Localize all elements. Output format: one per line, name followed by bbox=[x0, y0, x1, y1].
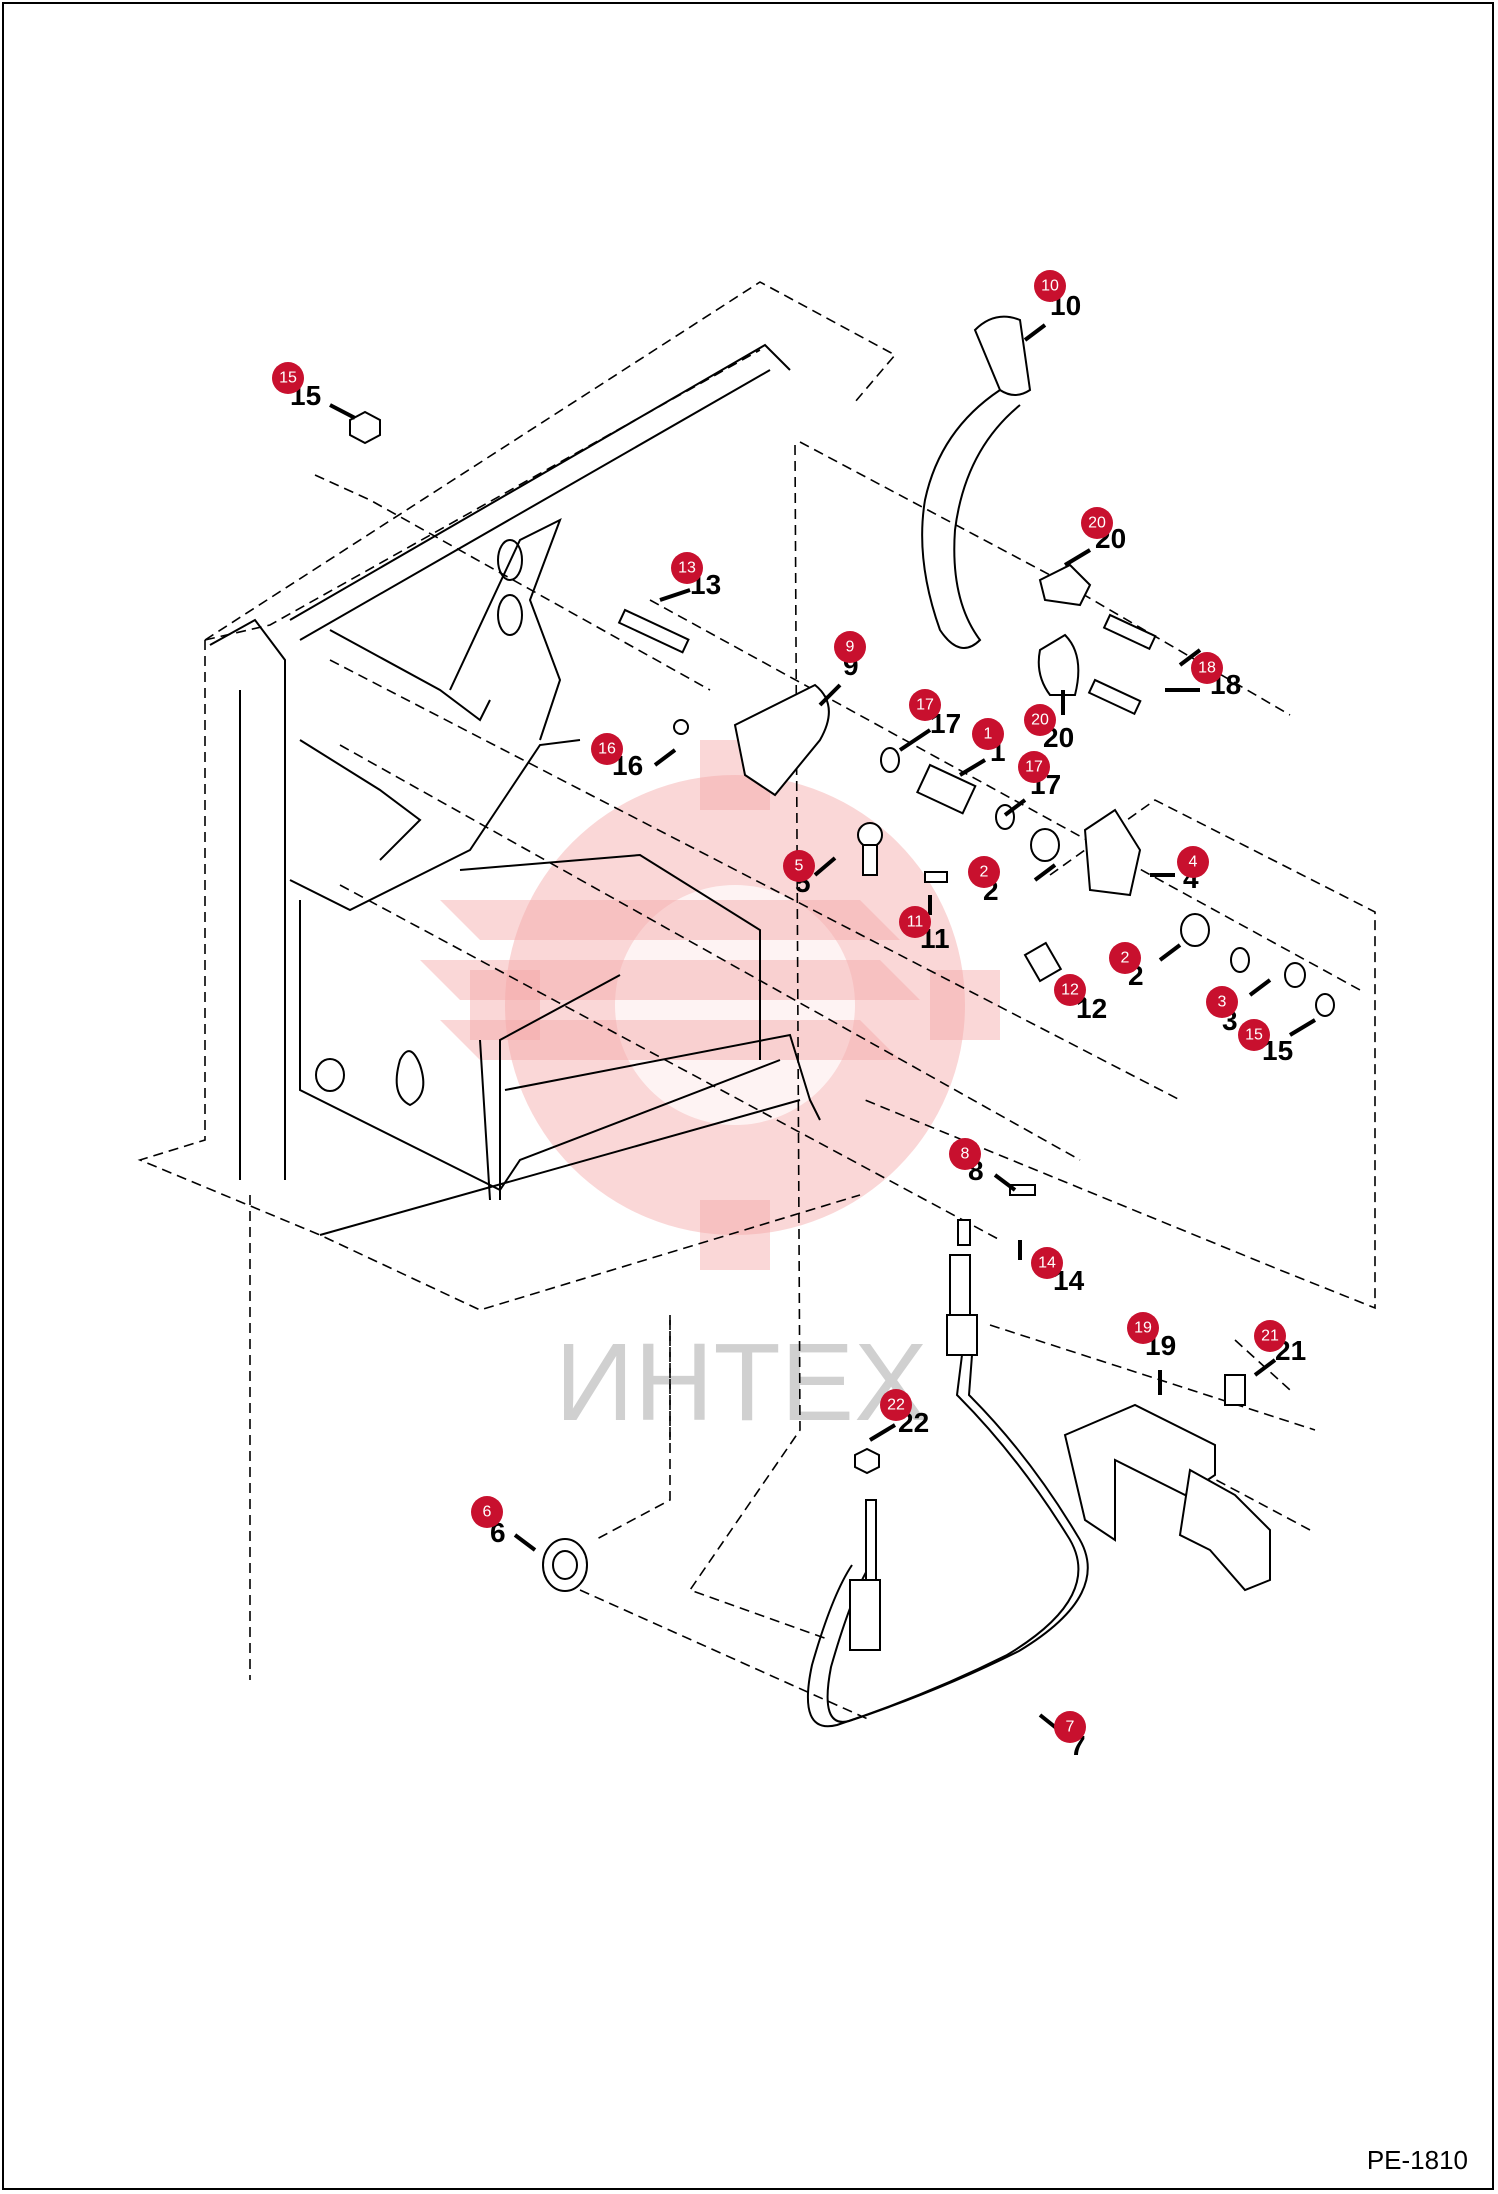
control-lever bbox=[973, 315, 1032, 396]
svg-text:13: 13 bbox=[678, 560, 696, 577]
svg-text:4: 4 bbox=[1189, 854, 1198, 871]
bracket-19 bbox=[1063, 1403, 1216, 1542]
svg-text:18: 18 bbox=[1198, 660, 1216, 677]
callout-20-mid: 20 20 bbox=[1024, 704, 1074, 753]
callout-15-top: 15 15 bbox=[272, 362, 321, 411]
callout-1: 1 1 bbox=[972, 718, 1006, 767]
callout-3: 3 3 bbox=[1206, 986, 1238, 1036]
svg-text:21: 21 bbox=[1261, 1328, 1279, 1345]
leader-lines bbox=[329, 323, 1317, 1737]
svg-text:20: 20 bbox=[1031, 712, 1049, 729]
callout-17-top: 17 17 bbox=[909, 689, 961, 739]
watermark-text: ИНТЕХ bbox=[555, 1321, 927, 1444]
svg-text:22: 22 bbox=[887, 1397, 905, 1414]
watermark-logo bbox=[420, 740, 1000, 1270]
svg-text:7: 7 bbox=[1066, 1719, 1075, 1736]
arm-4 bbox=[1083, 808, 1142, 897]
svg-text:1: 1 bbox=[984, 726, 993, 743]
frame-structure bbox=[209, 343, 821, 1236]
callout-5: 5 5 bbox=[783, 850, 815, 898]
nut-22 bbox=[854, 1447, 880, 1475]
pin-8 bbox=[1009, 1184, 1036, 1196]
svg-text:15: 15 bbox=[279, 370, 297, 387]
parts bbox=[349, 315, 1335, 1728]
svg-text:15: 15 bbox=[1245, 1027, 1263, 1044]
callout-18: 18 18 bbox=[1191, 652, 1241, 700]
svg-text:9: 9 bbox=[846, 639, 855, 656]
svg-text:19: 19 bbox=[1134, 1320, 1152, 1337]
svg-text:20: 20 bbox=[1088, 515, 1106, 532]
callout-4: 4 4 bbox=[1177, 846, 1209, 894]
svg-text:2: 2 bbox=[1121, 950, 1130, 967]
callout-2-lower: 2 2 bbox=[1109, 942, 1144, 991]
callout-8: 8 8 bbox=[949, 1138, 984, 1186]
drawing-code: PE-1810 bbox=[1366, 2145, 1468, 2175]
callout-9: 9 9 bbox=[834, 631, 866, 681]
svg-text:16: 16 bbox=[598, 741, 616, 758]
svg-text:10: 10 bbox=[1041, 278, 1059, 295]
svg-text:12: 12 bbox=[1061, 982, 1079, 999]
callout-21: 21 21 bbox=[1254, 1320, 1306, 1366]
callout-12: 12 12 bbox=[1054, 974, 1107, 1024]
cable-7 bbox=[806, 1354, 1080, 1728]
callout-7: 7 7 bbox=[1054, 1711, 1086, 1761]
callout-10: 10 10 bbox=[1034, 270, 1081, 321]
callout-17-mid: 17 17 bbox=[1018, 751, 1061, 800]
svg-text:14: 14 bbox=[1038, 1255, 1056, 1272]
callout-13: 13 13 bbox=[671, 552, 721, 600]
clamp-top bbox=[1038, 563, 1092, 607]
callout-20-top: 20 20 bbox=[1081, 507, 1126, 554]
callout-16: 16 16 bbox=[591, 733, 643, 781]
svg-text:5: 5 bbox=[795, 858, 804, 875]
svg-text:17: 17 bbox=[916, 697, 934, 714]
rod-end-5 bbox=[857, 822, 883, 848]
callout-14: 14 14 bbox=[1031, 1247, 1085, 1296]
svg-text:2: 2 bbox=[980, 864, 989, 881]
callout-15-lower: 15 15 bbox=[1238, 1019, 1293, 1066]
svg-text:17: 17 bbox=[1025, 759, 1043, 776]
clamp-bottom bbox=[1037, 633, 1080, 696]
bushing-1 bbox=[915, 763, 977, 815]
plate-9 bbox=[733, 683, 830, 797]
svg-text:6: 6 bbox=[483, 1504, 492, 1521]
callout-11: 11 11 bbox=[899, 906, 950, 954]
grommet-6 bbox=[542, 1538, 588, 1592]
svg-text:3: 3 bbox=[1218, 994, 1227, 1011]
svg-text:11: 11 bbox=[907, 914, 924, 931]
bolt-13 bbox=[617, 608, 690, 654]
svg-text:8: 8 bbox=[961, 1146, 970, 1163]
callout-22: 22 22 bbox=[880, 1389, 929, 1438]
callout-19: 19 19 bbox=[1127, 1312, 1176, 1361]
callout-2-upper: 2 2 bbox=[968, 856, 1000, 906]
callout-6: 6 6 bbox=[471, 1496, 506, 1548]
